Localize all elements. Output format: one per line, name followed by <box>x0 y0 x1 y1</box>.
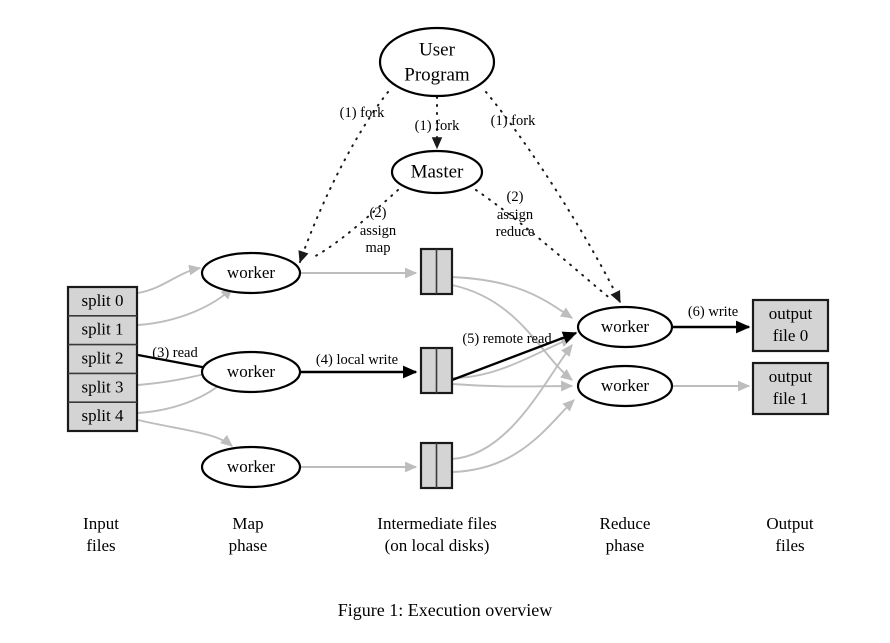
reduce-worker-0-ellipse <box>576 305 674 349</box>
phase-label-map-line1: Map <box>232 514 263 533</box>
edge-split0-worker0 <box>137 264 202 294</box>
label-fork-right: (1) fork <box>491 113 536 129</box>
output-file-1-label-line2: file 1 <box>773 389 808 408</box>
label-assign-reduce-num: (2) <box>507 189 524 205</box>
phase-label-output-line1: Output <box>766 514 814 533</box>
output-file-1-box <box>751 361 830 416</box>
reduce-worker-1-ellipse <box>576 364 674 408</box>
master-ellipse <box>390 149 484 195</box>
label-remote-read: (5) remote read <box>462 331 552 347</box>
node-user-program: User Program <box>378 26 496 98</box>
fork-edges-group <box>298 91 621 304</box>
map-worker-2-label: worker <box>227 457 275 476</box>
edge-inter0-reduce1 <box>451 284 573 381</box>
phase-label-reduce-line1: Reduce <box>600 514 651 533</box>
edge-labels-group: (1) fork (1) fork (1) fork (2) assign ma… <box>152 105 738 368</box>
split-label-3: split 3 <box>81 377 123 396</box>
output-files-group: output file 0 output file 1 <box>751 298 830 416</box>
split-label-1: split 1 <box>81 320 123 339</box>
phase-label-intermediate-line1: Intermediate files <box>377 514 496 533</box>
reduce-worker-1-label: worker <box>601 376 649 395</box>
phase-label-input-line1: Input <box>83 514 119 533</box>
label-read: (3) read <box>152 345 198 361</box>
edge-split1-worker0 <box>137 287 233 326</box>
output-file-0-label-line1: output <box>769 304 813 323</box>
phase-label-intermediate-line2: (on local disks) <box>385 536 490 555</box>
output-file-1-label-line1: output <box>769 367 813 386</box>
phase-label-output-line2: files <box>775 536 804 555</box>
edge-inter2-reduce0 <box>451 344 573 460</box>
reduce-workers-group: worker worker <box>576 305 674 408</box>
input-splits-group: split 0 split 1 split 2 split 3 split 4 <box>66 285 139 433</box>
label-write: (6) write <box>688 304 738 320</box>
label-fork-left: (1) fork <box>340 105 385 121</box>
phase-labels-group: Input files Map phase Intermediate files… <box>83 514 814 555</box>
map-workers-group: worker worker worker <box>200 251 302 489</box>
label-assign-reduce-line1: assign <box>497 207 534 223</box>
user-program-label-line1: User <box>419 39 456 60</box>
edge-inter1-reduce1 <box>451 380 574 392</box>
label-assign-map-num: (2) <box>370 205 387 221</box>
map-to-intermediate-group <box>300 267 418 473</box>
edge-inter0-reduce0 <box>451 276 574 319</box>
phase-label-input-line2: files <box>86 536 115 555</box>
map-worker-1-label: worker <box>227 362 275 381</box>
phase-label-map-line2: phase <box>229 536 268 555</box>
master-label: Master <box>411 161 464 182</box>
intermediate-files-group <box>419 247 454 490</box>
label-assign-map-line2: map <box>366 240 391 256</box>
output-file-0-label-line2: file 0 <box>773 326 808 345</box>
phase-label-reduce-line2: phase <box>606 536 645 555</box>
label-local-write: (4) local write <box>316 352 398 368</box>
edge-assign-map <box>311 189 399 259</box>
split-label-2: split 2 <box>81 349 123 368</box>
map-worker-0-ellipse <box>200 251 302 295</box>
user-program-ellipse <box>378 26 496 98</box>
edge-inter1-reduce0 <box>451 336 574 379</box>
split-label-4: split 4 <box>81 406 124 425</box>
user-program-label-line2: Program <box>404 64 470 85</box>
input-splits-container <box>66 285 139 433</box>
label-assign-reduce-line2: reduce <box>496 224 535 240</box>
edge-remote-read <box>451 331 578 382</box>
label-assign-map-line1: assign <box>360 223 397 239</box>
map-worker-2-ellipse <box>200 445 302 489</box>
split-label-0: split 0 <box>81 291 123 310</box>
edge-split4-worker2 <box>137 419 233 447</box>
map-worker-1-ellipse <box>200 350 302 394</box>
node-master: Master <box>390 149 484 195</box>
output-file-0-box <box>751 298 830 353</box>
map-worker-0-label: worker <box>227 263 275 282</box>
reduce-worker-0-label: worker <box>601 317 649 336</box>
label-fork-center: (1) fork <box>415 118 460 134</box>
edge-inter2-reduce1 <box>451 399 575 473</box>
intermediate-to-reduce-group <box>451 276 575 473</box>
figure-caption: Figure 1: Execution overview <box>338 600 552 620</box>
